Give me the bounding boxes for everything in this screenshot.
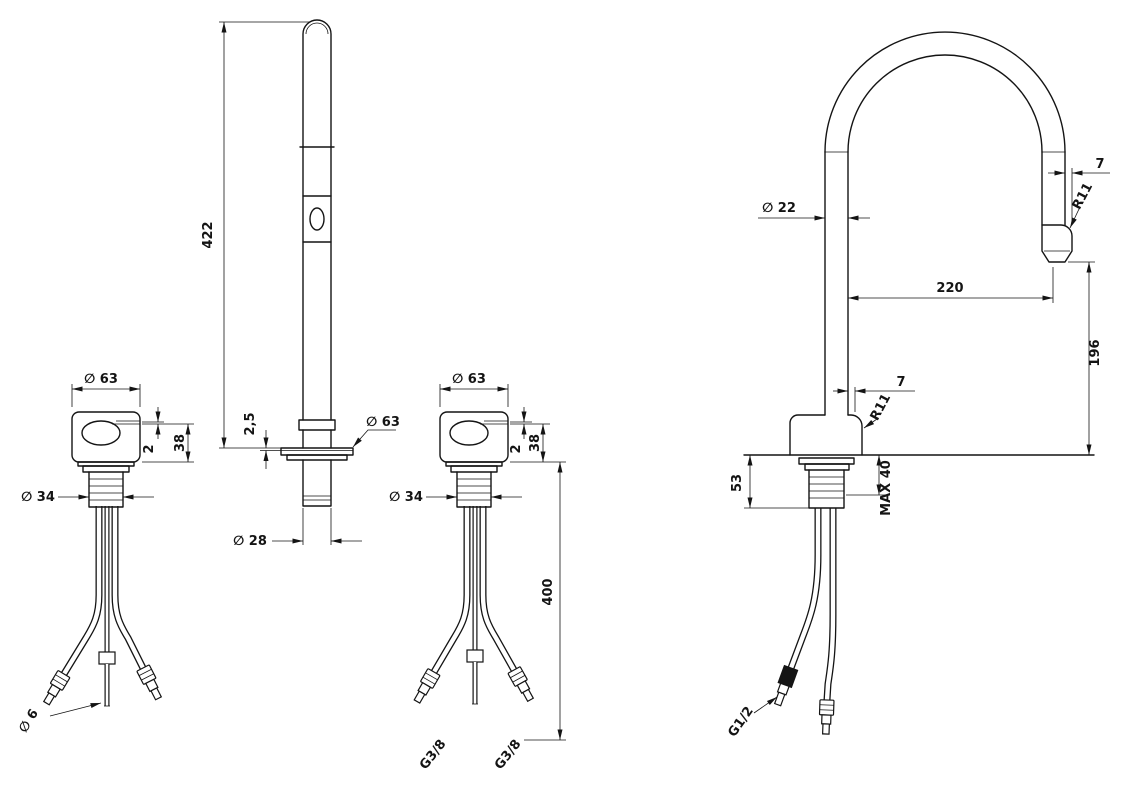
dim-label-max40: MAX 40	[879, 460, 894, 516]
spout-tube	[260, 19, 354, 507]
mounting-stem	[456, 471, 492, 508]
spout-shank	[302, 459, 332, 507]
dim-label-dia63: ∅ 63	[84, 372, 118, 387]
dim-label-7-body: 7	[896, 375, 905, 390]
dimensions-spout: 422 2,5 ∅ 63 ∅ 28	[201, 21, 400, 549]
dim-label-196: 196	[1088, 339, 1103, 366]
dim-label-dia34: ∅ 34	[21, 490, 55, 505]
supply-hoses-middle-view	[410, 506, 538, 706]
dim-label-g12: G1/2	[725, 704, 757, 740]
pull-rod-nut	[98, 651, 116, 665]
dim-label-53: 53	[730, 474, 745, 492]
outlet-tube	[1041, 151, 1066, 226]
dim-label-r11-body: R11	[868, 391, 894, 423]
locknut	[450, 465, 498, 473]
valve-body-outline	[71, 411, 141, 463]
mounting-stem	[808, 469, 845, 509]
view-faucet-complete: ∅ 22 7 R11 220 196 7 R11 53 MAX 40	[725, 31, 1110, 740]
dimensions-complete-view: ∅ 22 7 R11 220 196 7 R11 53 MAX 40	[725, 157, 1110, 740]
dim-label-220: 220	[936, 281, 963, 296]
dim-label-dia6: ∅ 6	[16, 707, 42, 736]
valve-body-outline	[439, 411, 509, 463]
locknut	[804, 463, 850, 471]
dimensions-left-view: ∅ 63 2 38 ∅ 34 ∅ 6	[16, 372, 194, 736]
hose-connector-black	[770, 665, 799, 708]
dim-label-dia63: ∅ 63	[452, 372, 486, 387]
valve-body-left	[71, 411, 141, 508]
spout-collar	[298, 419, 336, 431]
locknut	[82, 465, 130, 473]
handle-hole	[81, 420, 121, 446]
spray-head	[1041, 224, 1073, 263]
dim-label-r11-top: R11	[1070, 180, 1096, 212]
base-washer	[445, 461, 503, 467]
hose-connector-left	[410, 667, 441, 706]
dim-label-dia63-spout: ∅ 63	[366, 415, 400, 430]
supply-hoses-left-view	[39, 506, 166, 708]
base-washer	[77, 461, 135, 467]
dim-label-7-top: 7	[1095, 157, 1104, 172]
dim-label-g38-right: G3/8	[492, 737, 524, 773]
spout-base-flange	[280, 447, 354, 456]
supply-hoses-complete-view	[770, 508, 837, 735]
base-washer	[798, 457, 855, 465]
dim-label-38: 38	[173, 434, 188, 452]
hose-connector-right	[818, 699, 835, 735]
mixer-body	[789, 414, 863, 456]
spout-arc-inner	[847, 54, 1043, 153]
dim-label-38: 38	[528, 434, 543, 452]
dim-label-dia28: ∅ 28	[233, 534, 267, 549]
diverter-button	[309, 207, 325, 231]
dim-label-g38-left: G3/8	[417, 737, 449, 773]
dim-label-2-5: 2,5	[243, 412, 258, 435]
dim-label-422: 422	[201, 221, 216, 248]
dim-label-dia22: ∅ 22	[762, 201, 796, 216]
dim-label-2: 2	[142, 444, 157, 453]
view-spout-profile: 422 2,5 ∅ 63 ∅ 28	[201, 19, 400, 549]
hose-connector-right	[136, 664, 166, 703]
dim-label-400: 400	[541, 578, 556, 605]
spout-arc-outer	[824, 31, 1066, 153]
dimensions-middle-view: ∅ 63 2 38 ∅ 34 400 G3/8 G3/8	[389, 372, 566, 773]
hose-connector-left	[39, 669, 71, 708]
faucet-outline	[743, 31, 1095, 509]
hose-connector-right	[507, 666, 538, 704]
spout-outline	[302, 19, 332, 421]
pull-rod-nut	[466, 649, 484, 663]
dim-label-2: 2	[509, 444, 524, 453]
mounting-stem	[88, 471, 124, 508]
riser-tube	[824, 151, 849, 416]
view-mixer-front-right: ∅ 63 2 38 ∅ 34 400 G3/8 G3/8	[389, 372, 566, 773]
handle-hole	[449, 420, 489, 446]
view-mixer-front-left: ∅ 63 2 38 ∅ 34 ∅ 6	[16, 372, 194, 736]
valve-body-middle	[439, 411, 509, 508]
dim-label-dia34: ∅ 34	[389, 490, 423, 505]
